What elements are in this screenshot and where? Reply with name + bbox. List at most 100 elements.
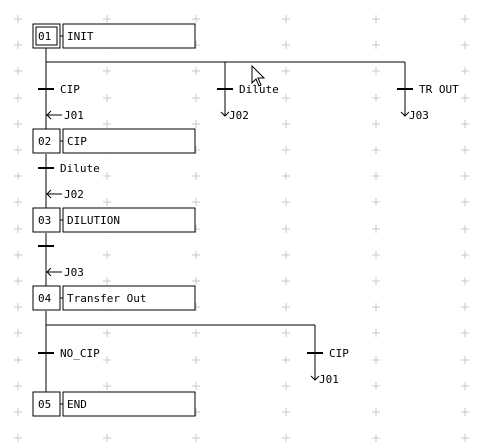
grid-cross bbox=[103, 251, 111, 259]
jump-label-j5[interactable]: J03 bbox=[409, 109, 429, 122]
grid bbox=[14, 15, 469, 442]
step-name: END bbox=[67, 398, 87, 411]
step-name: CIP bbox=[67, 135, 87, 148]
transition-label-t6[interactable]: NO_CIP bbox=[60, 347, 100, 360]
grid-cross bbox=[282, 408, 290, 416]
mouse-pointer-icon bbox=[251, 64, 266, 87]
grid-cross bbox=[461, 225, 469, 233]
grid-cross bbox=[461, 94, 469, 102]
transition-bars bbox=[38, 88, 413, 354]
grid-cross bbox=[461, 172, 469, 180]
grid-cross bbox=[103, 94, 111, 102]
grid-cross bbox=[461, 277, 469, 285]
grid-cross bbox=[372, 225, 380, 233]
grid-cross bbox=[372, 172, 380, 180]
grid-cross bbox=[282, 198, 290, 206]
grid-cross bbox=[192, 15, 200, 23]
grid-cross bbox=[461, 67, 469, 75]
grid-cross bbox=[372, 277, 380, 285]
grid-cross bbox=[14, 382, 22, 390]
step-05[interactable]: 05 END bbox=[32, 391, 196, 417]
grid-cross bbox=[192, 67, 200, 75]
grid-cross bbox=[372, 120, 380, 128]
grid-cross bbox=[372, 67, 380, 75]
grid-cross bbox=[372, 329, 380, 337]
grid-cross bbox=[282, 225, 290, 233]
grid-cross bbox=[103, 120, 111, 128]
grid-cross bbox=[14, 15, 22, 23]
arrow-left-icon bbox=[46, 110, 62, 120]
jump-label-j6[interactable]: J01 bbox=[319, 373, 339, 386]
grid-cross bbox=[372, 198, 380, 206]
grid-cross bbox=[14, 225, 22, 233]
step-04[interactable]: 04 Transfer Out bbox=[32, 285, 196, 311]
grid-cross bbox=[372, 15, 380, 23]
step-name: INIT bbox=[67, 30, 94, 43]
transition-label-t2[interactable]: Dilute bbox=[239, 83, 279, 96]
grid-cross bbox=[461, 356, 469, 364]
grid-cross bbox=[192, 277, 200, 285]
grid-cross bbox=[14, 277, 22, 285]
grid-cross bbox=[372, 41, 380, 49]
step-number: 04 bbox=[38, 292, 52, 305]
grid-cross bbox=[461, 382, 469, 390]
grid-cross bbox=[372, 356, 380, 364]
jump-out-arrows bbox=[220, 111, 410, 381]
step-number: 03 bbox=[38, 214, 51, 227]
arrow-left-icon bbox=[46, 267, 62, 277]
grid-cross bbox=[192, 251, 200, 259]
grid-cross bbox=[372, 251, 380, 259]
jump-label-j1[interactable]: J01 bbox=[64, 109, 84, 122]
grid-cross bbox=[14, 94, 22, 102]
grid-cross bbox=[14, 303, 22, 311]
grid-cross bbox=[461, 15, 469, 23]
grid-cross bbox=[282, 382, 290, 390]
grid-cross bbox=[372, 94, 380, 102]
step-number: 02 bbox=[38, 135, 51, 148]
grid-cross bbox=[103, 382, 111, 390]
jump-label-j2[interactable]: J02 bbox=[64, 188, 84, 201]
grid-cross bbox=[14, 67, 22, 75]
transition-label-t1[interactable]: CIP bbox=[60, 83, 80, 96]
grid-cross bbox=[372, 146, 380, 154]
step-02[interactable]: 02 CIP bbox=[32, 128, 196, 154]
jump-label-j4[interactable]: J02 bbox=[229, 109, 249, 122]
grid-cross bbox=[282, 67, 290, 75]
grid-cross bbox=[282, 434, 290, 442]
grid-cross bbox=[461, 408, 469, 416]
step-name: DILUTION bbox=[67, 214, 120, 227]
grid-cross bbox=[103, 434, 111, 442]
grid-cross bbox=[14, 172, 22, 180]
grid-cross bbox=[282, 356, 290, 364]
step-name: Transfer Out bbox=[67, 292, 146, 305]
grid-cross bbox=[14, 120, 22, 128]
grid-cross bbox=[103, 172, 111, 180]
grid-cross bbox=[14, 41, 22, 49]
grid-cross bbox=[461, 251, 469, 259]
jump-in-labels: J01 J02 J03 bbox=[64, 109, 84, 279]
jump-in-arrows bbox=[46, 110, 62, 277]
step-01[interactable]: 01 INIT bbox=[32, 23, 196, 49]
transition-label-t7[interactable]: CIP bbox=[329, 347, 349, 360]
arrow-left-icon bbox=[46, 189, 62, 199]
grid-cross bbox=[103, 329, 111, 337]
grid-cross bbox=[372, 382, 380, 390]
grid-cross bbox=[461, 434, 469, 442]
transition-label-t4[interactable]: Dilute bbox=[60, 162, 100, 175]
grid-cross bbox=[14, 408, 22, 416]
transition-label-t3[interactable]: TR OUT bbox=[419, 83, 459, 96]
grid-cross bbox=[282, 277, 290, 285]
step-03[interactable]: 03 DILUTION bbox=[32, 207, 196, 233]
arrow-down-icon bbox=[310, 375, 320, 381]
grid-cross bbox=[282, 15, 290, 23]
arrow-down-icon bbox=[220, 111, 230, 117]
grid-cross bbox=[103, 67, 111, 75]
jump-label-j3[interactable]: J03 bbox=[64, 266, 84, 279]
grid-cross bbox=[192, 94, 200, 102]
grid-cross bbox=[282, 41, 290, 49]
grid-cross bbox=[282, 146, 290, 154]
grid-cross bbox=[192, 434, 200, 442]
grid-cross bbox=[372, 434, 380, 442]
grid-cross bbox=[192, 172, 200, 180]
